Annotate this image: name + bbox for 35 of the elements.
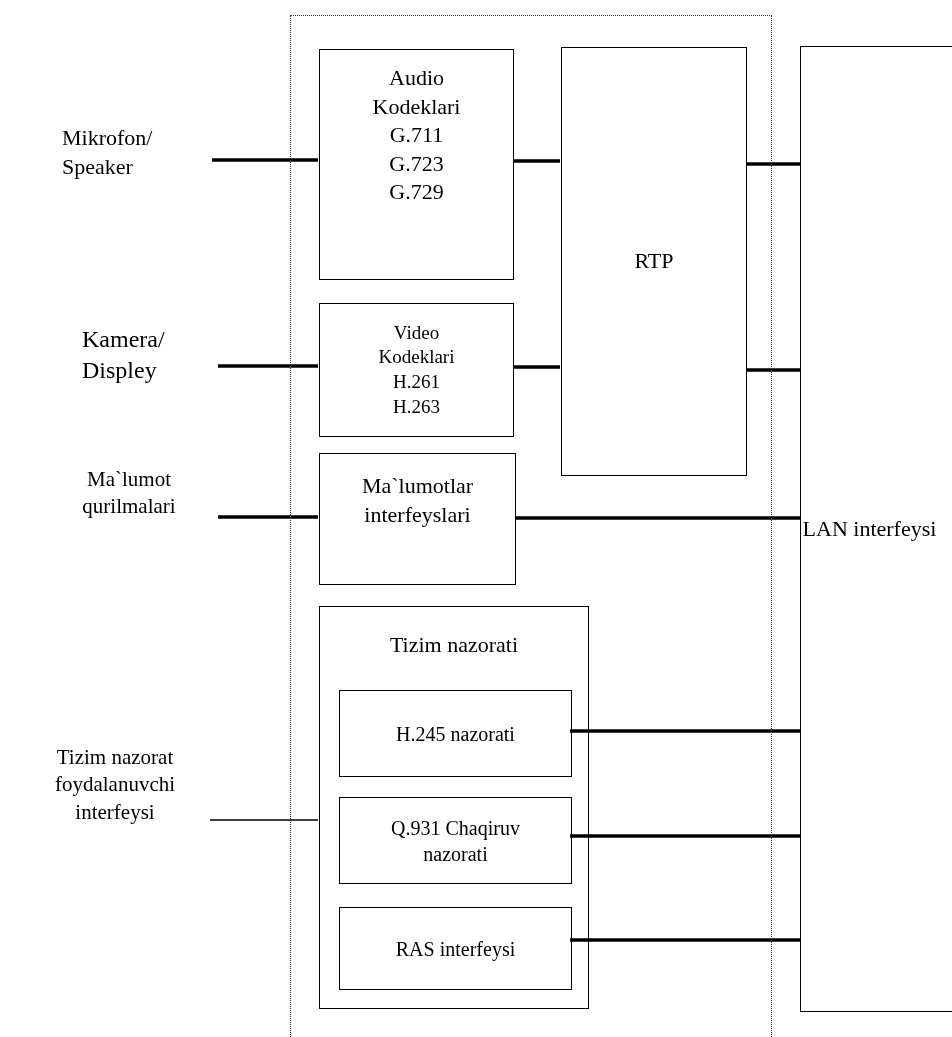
box-label: RAS interfeysi	[395, 936, 516, 962]
connector-line	[570, 938, 800, 942]
connector-line	[570, 729, 800, 733]
connector-line	[218, 515, 318, 519]
connector-line	[209, 819, 319, 821]
connector-line	[513, 365, 560, 369]
device-label: Kamera/ Displey	[82, 318, 218, 392]
process-box	[800, 46, 952, 1012]
connector-line	[513, 159, 560, 163]
connector-line	[746, 162, 800, 166]
connector-line	[570, 834, 800, 838]
connector-line	[515, 516, 800, 520]
box-label: LAN interfeysi	[802, 514, 937, 543]
process-box	[319, 453, 516, 585]
device-label: Ma`lumot qurilmalari	[40, 458, 218, 528]
box-label: RTP	[634, 247, 674, 276]
process-box	[319, 606, 589, 1009]
box-label: Q.931 Chaqiruv nazorati	[390, 815, 521, 867]
process-box	[339, 690, 572, 777]
dotted-boundary	[290, 15, 772, 1037]
connector-line	[218, 364, 318, 368]
device-label: Tizim nazorat foydalanuvchi interfeysi	[20, 722, 210, 848]
box-label: H.245 nazorati	[396, 721, 515, 747]
box-label: Tizim nazorati	[389, 631, 519, 659]
process-box	[339, 797, 572, 884]
box-label: Video Kodeklari H.261 H.263	[377, 320, 456, 419]
connector-line	[212, 158, 318, 162]
device-label: Mikrofon/ Speaker	[62, 118, 212, 188]
box-label: Audio Kodeklari G.711 G.723 G.729	[371, 64, 462, 207]
process-box	[319, 49, 514, 280]
process-box	[339, 907, 572, 990]
box-label: Ma`lumotlar interfeyslari	[360, 472, 475, 529]
process-box	[319, 303, 514, 437]
process-box	[561, 47, 747, 476]
connector-line	[746, 368, 800, 372]
